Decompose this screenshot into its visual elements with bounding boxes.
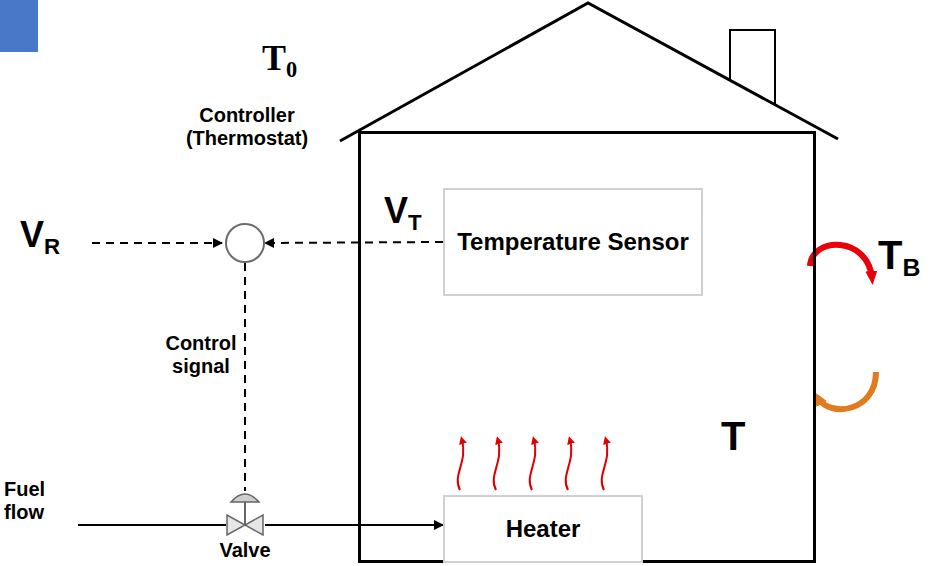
node-label: Heater <box>500 509 587 550</box>
edge-label: Control signal <box>160 332 242 378</box>
ambient-temperature: T0 <box>262 38 342 79</box>
fuel-flow-label: Fuel flow <box>4 478 74 524</box>
heat-gain-arrow <box>818 372 876 409</box>
sensor-box: Temperature Sensor <box>443 188 703 296</box>
heat-loss-arrow <box>810 245 872 278</box>
fuel-pipe <box>78 524 226 526</box>
heat-waves <box>458 440 608 490</box>
node-label: Controller (Thermostat) <box>172 104 322 150</box>
node-label: Temperature Sensor <box>451 222 695 263</box>
reference-voltage: VR <box>20 214 100 255</box>
reference-signal-arrow <box>92 242 222 244</box>
signal-connector <box>265 242 443 243</box>
signal-connector <box>244 263 246 491</box>
node-label: T <box>721 413 781 459</box>
pipe-connector <box>265 524 443 526</box>
heater-box: Heater <box>443 495 643 563</box>
edge-label: VT <box>384 190 444 231</box>
boundary-temperature: TB <box>878 232 940 278</box>
house-wall: T Temperature SensorHeater <box>358 131 816 563</box>
roof <box>340 3 838 141</box>
valve-symbol: Valve <box>225 488 265 540</box>
node-label: Valve <box>205 539 285 562</box>
controller-circle: Controller (Thermostat) <box>225 223 265 263</box>
valve-graphic <box>225 488 265 540</box>
corner-tab <box>0 0 38 52</box>
